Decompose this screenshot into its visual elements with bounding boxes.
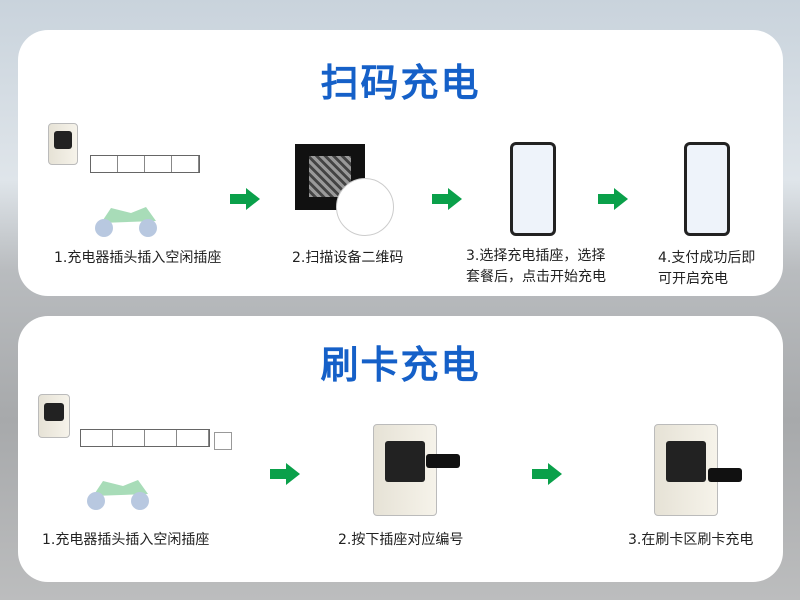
caption-line: 3.选择充电插座，选择: [466, 248, 606, 264]
scan-charge-panel: 扫码充电 1.充电器插头插入空闲插座 2.扫描设备二维码 3.选择充电插座，选择…: [18, 30, 783, 296]
qr-code-image: [295, 144, 365, 210]
arrow-right-icon: [230, 188, 260, 210]
arrow-right-icon: [432, 188, 462, 210]
arrow-right-icon: [598, 188, 628, 210]
power-strip-image: [90, 155, 200, 173]
scan-step-4-caption: 4.支付成功后即可开启充电: [658, 248, 755, 290]
charger-press-button-image: [373, 424, 437, 516]
scooter-image: [87, 480, 149, 510]
power-strip-image: [80, 429, 210, 447]
scan-step-3-caption: 3.选择充电插座，选择套餐后，点击开始充电: [466, 246, 606, 288]
scan-charge-title: 扫码充电: [320, 61, 481, 105]
phone-scan-hand-image: [336, 178, 394, 236]
charger-device-image: [38, 394, 70, 438]
scan-step-2-caption: 2.扫描设备二维码: [292, 250, 404, 266]
hand-image: [426, 454, 460, 468]
hand-card-image: [708, 468, 742, 482]
scooter-image: [95, 207, 157, 237]
card-step-2-caption: 2.按下插座对应编号: [338, 532, 464, 548]
card-charge-title: 刷卡充电: [320, 343, 481, 387]
arrow-right-icon: [270, 463, 300, 485]
caption-line: 可开启充电: [658, 271, 728, 287]
charger-device-image: [48, 123, 78, 165]
card-step-3-caption: 3.在刷卡区刷卡充电: [628, 532, 754, 548]
card-charge-panel: 刷卡充电 1.充电器插头插入空闲插座 2.按下插座对应编号 3.在刷卡区刷卡充电: [18, 316, 783, 582]
caption-line: 4.支付成功后即: [658, 250, 756, 266]
caption-line: 套餐后，点击开始充电: [466, 269, 606, 285]
scan-step-1-caption: 1.充电器插头插入空闲插座: [54, 250, 222, 266]
qr-icon: [214, 432, 232, 450]
phone-select-socket-image: [510, 142, 556, 236]
arrow-right-icon: [532, 463, 562, 485]
charger-swipe-card-image: [654, 424, 718, 516]
phone-payment-image: [684, 142, 730, 236]
card-step-1-caption: 1.充电器插头插入空闲插座: [42, 532, 210, 548]
